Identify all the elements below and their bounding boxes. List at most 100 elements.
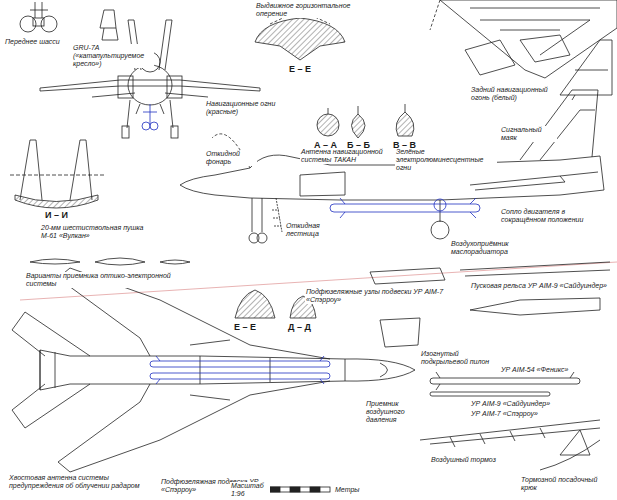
part-label: Откидной фонарь [205, 150, 257, 166]
line-group [460, 262, 610, 276]
part-label: Метры [334, 486, 360, 494]
scale-bar [270, 487, 330, 492]
line-group [150, 361, 330, 367]
line-group [430, 0, 440, 30]
line-group [142, 104, 158, 130]
part-label: Приемник воздушного давления [365, 400, 427, 424]
line-group [30, 259, 80, 264]
line-group [10, 0, 617, 492]
line-group [20, 140, 92, 200]
line-group [128, 65, 172, 105]
line-group [470, 298, 600, 315]
fin-detail [560, 40, 612, 95]
line-group [15, 195, 98, 208]
line-group [150, 122, 158, 130]
part-label: УР AIM-54 «Феникс» [500, 366, 569, 374]
line-group [58, 381, 330, 472]
line-group [160, 260, 190, 264]
line-group [171, 126, 178, 138]
line-group [270, 487, 280, 492]
line-group [431, 221, 449, 239]
line-group [40, 350, 415, 390]
part-label: Подфюзеляжные узлы подвески УР AIM-7 «Сп… [305, 288, 447, 304]
part-label: Задний навигационный огонь (белый) [470, 86, 552, 102]
line-group [30, 2, 48, 18]
line-group [560, 95, 598, 176]
line-group [40, 350, 55, 390]
line-group [440, 0, 617, 78]
line-group [310, 487, 320, 492]
line-group [396, 112, 414, 136]
line-group [430, 378, 580, 384]
part-label: Тормозной посадочный крюк [520, 476, 612, 492]
front-view [40, 20, 260, 138]
line-group [470, 176, 565, 190]
line-group [434, 199, 446, 211]
nose-gear-detail [20, 2, 57, 32]
line-group [272, 198, 282, 232]
cross-section [10, 140, 104, 208]
line-group [317, 114, 339, 136]
part-label: УР AIM-7 «Спэрроу» [470, 410, 539, 418]
line-group [10, 175, 104, 176]
section-label: Д – Д [287, 322, 312, 332]
line-group [235, 290, 275, 318]
part-label: Воздухоприёмник маслорадиатора [450, 240, 562, 256]
line-group [560, 40, 612, 95]
line-group [200, 356, 345, 384]
line-group [33, 18, 44, 26]
part-label: Антенна навигационной системы ТАКАН [300, 148, 392, 164]
line-group [252, 198, 262, 232]
line-group [465, 40, 515, 75]
line-group [430, 392, 550, 396]
line-group [255, 18, 345, 60]
line-group [142, 122, 150, 130]
line-group [330, 204, 480, 212]
line-group [270, 487, 330, 492]
line-group [40, 80, 260, 91]
part-label: Навигационные огни (красные) [205, 100, 277, 116]
part-label: УР AIM-9 «Сайдуиндер» [470, 400, 551, 408]
line-group [380, 318, 420, 347]
line-group [12, 312, 90, 428]
line-group [143, 112, 157, 113]
section-label: И – И [44, 210, 69, 220]
part-label: Откидная лестница [285, 222, 347, 238]
part-label: Выдвижное горизонтальное оперение [255, 2, 357, 18]
line-group [370, 268, 445, 284]
line-group [92, 93, 208, 97]
line-group [300, 172, 345, 196]
part-label: Переднее шасси [4, 38, 61, 46]
line-group [190, 340, 230, 400]
line-group [257, 233, 267, 243]
part-label: Зелёные электролюминесцентные огни [395, 148, 497, 172]
line-group [127, 100, 173, 128]
part-label: 20-мм шестиствольная пушка М-61 «Вулкан» [40, 224, 162, 240]
part-label: Варианты приемника оптико-электронной си… [25, 272, 197, 288]
part-label: Изогнутый подкрыльевой пилон [420, 350, 492, 366]
line-group [520, 35, 570, 62]
line-group [560, 430, 590, 455]
section-label: Е – Е [288, 64, 312, 74]
line-group [352, 114, 366, 138]
line-group [150, 373, 330, 379]
line-group [470, 8, 600, 55]
line-group [150, 356, 330, 384]
line-group [150, 104, 151, 124]
part-label: Пусковая рельса УР AIM-9 «Сайдуиндер» [470, 282, 608, 290]
line-group [575, 70, 608, 71]
cross-section [317, 104, 414, 138]
ejection-seat [100, 10, 118, 40]
line-group [249, 233, 259, 243]
part-label: Хвостовая антенна системы предупреждения… [8, 474, 150, 490]
line-group [380, 363, 388, 377]
line-group [420, 420, 600, 444]
line-group [100, 10, 118, 40]
part-label: Воздушный тормоз [430, 456, 497, 464]
cross-section [235, 290, 316, 318]
sensor-variants [30, 258, 190, 265]
part-label: Сигнальный маяк [500, 126, 557, 142]
line-group [340, 198, 476, 218]
line-group [122, 126, 129, 138]
